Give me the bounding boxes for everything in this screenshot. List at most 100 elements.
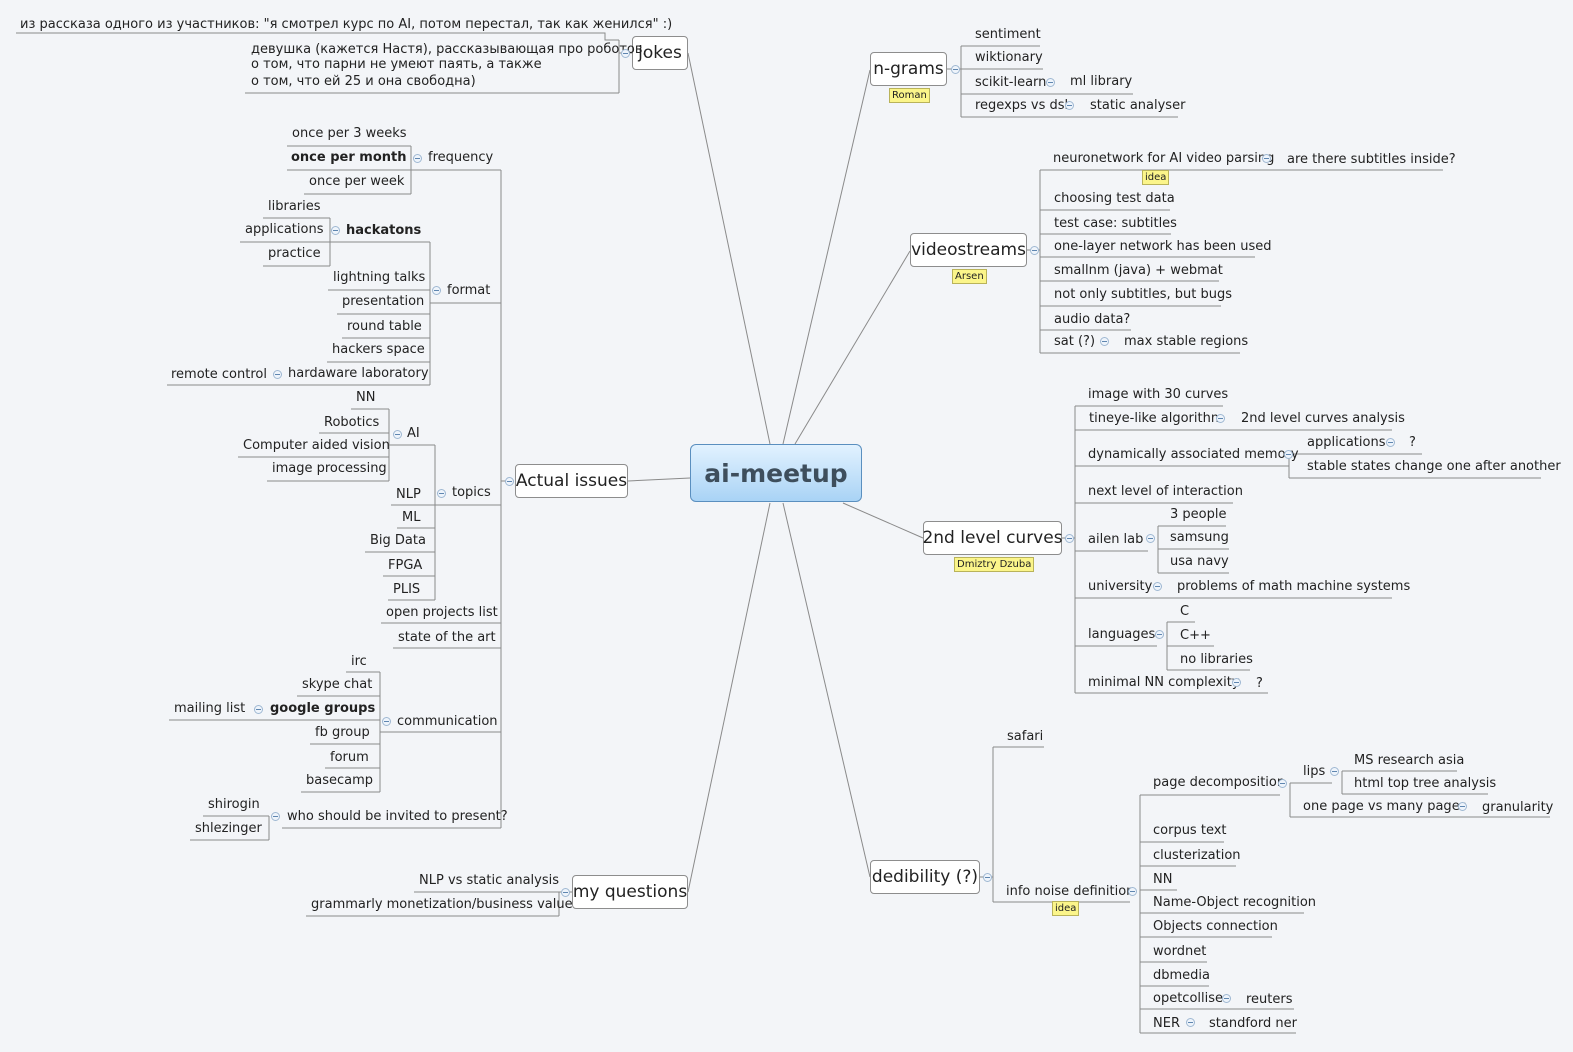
topic-item[interactable]: FPGA [388,558,423,573]
frequency-option[interactable]: once per 3 weeks [292,126,407,141]
videostreams-item[interactable]: sat (?) [1054,334,1096,349]
noise-item[interactable]: corpus text [1153,823,1227,838]
remote-control[interactable]: remote control [171,367,267,382]
noise-item[interactable]: wordnet [1153,944,1207,959]
noise-item[interactable]: NN [1153,872,1173,887]
topics-label[interactable]: topics [452,485,491,500]
videostreams-item[interactable]: test case: subtitles [1054,216,1177,231]
hackatons-item[interactable]: practice [268,246,321,261]
noise-item[interactable]: Objects connection [1153,919,1278,934]
curves-item[interactable]: tineye-like algorithm [1089,411,1224,426]
curves-subitem[interactable]: stable states change one after another [1307,459,1561,474]
dedibility-item[interactable]: safari [1007,729,1044,744]
communication-item[interactable]: irc [351,654,367,669]
communication-label[interactable]: communication [397,714,498,729]
curves-subitem[interactable]: C++ [1180,628,1211,643]
communication-item[interactable]: fb group [315,725,370,740]
curves-subitem[interactable]: samsung [1170,530,1229,545]
collapse-toggle-icon[interactable] [273,370,282,379]
topic-my-questions[interactable]: my questions [572,875,688,909]
curves-item[interactable]: languages [1088,627,1156,642]
ngrams-subitem[interactable]: static analyser [1090,98,1186,113]
topic-jokes[interactable]: jokes [632,36,688,70]
collapse-toggle-icon[interactable] [505,477,514,486]
topic-2nd-level-curves[interactable]: 2nd level curves [922,521,1063,555]
curves-subitem[interactable]: ? [1409,435,1416,450]
communication-item[interactable]: forum [330,750,369,765]
dedibility-item[interactable]: info noise definition [1006,884,1135,899]
noise-item[interactable]: page decomposition [1153,775,1286,790]
collapse-toggle-icon[interactable] [1128,887,1137,896]
videostreams-item[interactable]: neuronetwork for AI video parsing [1053,151,1275,166]
ngrams-item[interactable]: regexps vs dsl [975,98,1069,113]
invite-label[interactable]: who should be invited to present? [287,809,508,824]
curves-subitem[interactable]: C [1180,604,1190,619]
collapse-toggle-icon[interactable] [437,489,446,498]
curves-item[interactable]: ailen lab [1088,532,1144,547]
curves-item[interactable]: minimal NN complexity [1088,675,1240,690]
noise-item[interactable]: opetcollise [1153,991,1224,1006]
hackatons-item[interactable]: libraries [268,199,321,214]
ngrams-item[interactable]: wiktionary [975,50,1043,65]
noise-item[interactable]: dbmedia [1153,968,1210,983]
collapse-toggle-icon[interactable] [1155,630,1164,639]
hackatons-label[interactable]: hackatons [346,223,422,238]
noise-subitem[interactable]: reuters [1246,992,1293,1007]
joke-item[interactable]: из рассказа одного из участников: "я смо… [20,17,673,32]
mailing-list[interactable]: mailing list [174,701,246,716]
collapse-toggle-icon[interactable] [382,717,391,726]
format-label[interactable]: format [447,283,491,298]
collapse-toggle-icon[interactable] [393,430,402,439]
collapse-toggle-icon[interactable] [271,812,280,821]
videostreams-subitem[interactable]: max stable regions [1124,334,1249,349]
noise-item[interactable]: Name-Object recognition [1153,895,1317,910]
collapse-toggle-icon[interactable] [951,65,960,74]
topic-item[interactable]: PLIS [393,582,421,597]
ngrams-item[interactable]: sentiment [975,27,1041,42]
collapse-toggle-icon[interactable] [1330,767,1339,776]
collapse-toggle-icon[interactable] [1153,582,1162,591]
collapse-toggle-icon[interactable] [1216,414,1225,423]
hackatons-item[interactable]: applications [245,222,324,237]
communication-item[interactable]: skype chat [302,677,373,692]
frequency-label[interactable]: frequency [428,150,494,165]
format-item[interactable]: hackers space [332,342,425,357]
collapse-toggle-icon[interactable] [1186,1018,1195,1027]
joke-item-line[interactable]: девушка (кажется Настя), рассказывающая … [251,42,647,57]
frequency-option[interactable]: once per week [309,174,405,189]
topic-videostreams[interactable]: videostreams [910,233,1027,267]
collapse-toggle-icon[interactable] [1458,802,1467,811]
curves-subitem[interactable]: applications [1307,435,1386,450]
curves-item[interactable]: image with 30 curves [1088,387,1229,402]
google-groups[interactable]: google groups [270,701,376,716]
collapse-toggle-icon[interactable] [1284,450,1293,459]
curves-item[interactable]: university [1088,579,1153,594]
collapse-toggle-icon[interactable] [1046,78,1055,87]
format-item[interactable]: presentation [342,294,425,309]
topic-item[interactable]: Big Data [370,533,426,548]
curves-subitem[interactable]: no libraries [1180,652,1253,667]
root-topic[interactable]: ai-meetup [690,444,862,502]
collapse-toggle-icon[interactable] [1146,534,1155,543]
collapse-toggle-icon[interactable] [1100,337,1109,346]
collapse-toggle-icon[interactable] [1222,994,1231,1003]
videostreams-item[interactable]: audio data? [1054,312,1131,327]
topic-dedibility[interactable]: dedibility (?) [870,860,980,894]
videostreams-item[interactable]: smallnm (java) + webmat [1054,263,1223,278]
hardware-laboratory[interactable]: hardaware laboratory [288,366,429,381]
collapse-toggle-icon[interactable] [621,49,630,58]
topic-item[interactable]: ML [402,510,421,525]
topic-n-grams[interactable]: n-grams [870,52,947,86]
curves-subitem[interactable]: problems of math machine systems [1177,579,1411,594]
open-projects-list[interactable]: open projects list [386,605,498,620]
lips-item[interactable]: MS research asia [1354,753,1465,768]
ai-item[interactable]: Computer aided vision [243,438,390,453]
noise-subitem[interactable]: standford ner [1209,1016,1297,1031]
decomposition-item[interactable]: one page vs many pages [1303,799,1467,814]
collapse-toggle-icon[interactable] [1065,534,1074,543]
curves-subitem[interactable]: 3 people [1170,507,1227,522]
collapse-toggle-icon[interactable] [1278,779,1287,788]
question-item[interactable]: NLP vs static analysis [419,873,559,888]
collapse-toggle-icon[interactable] [1386,438,1395,447]
ngrams-subitem[interactable]: ml library [1070,74,1133,89]
